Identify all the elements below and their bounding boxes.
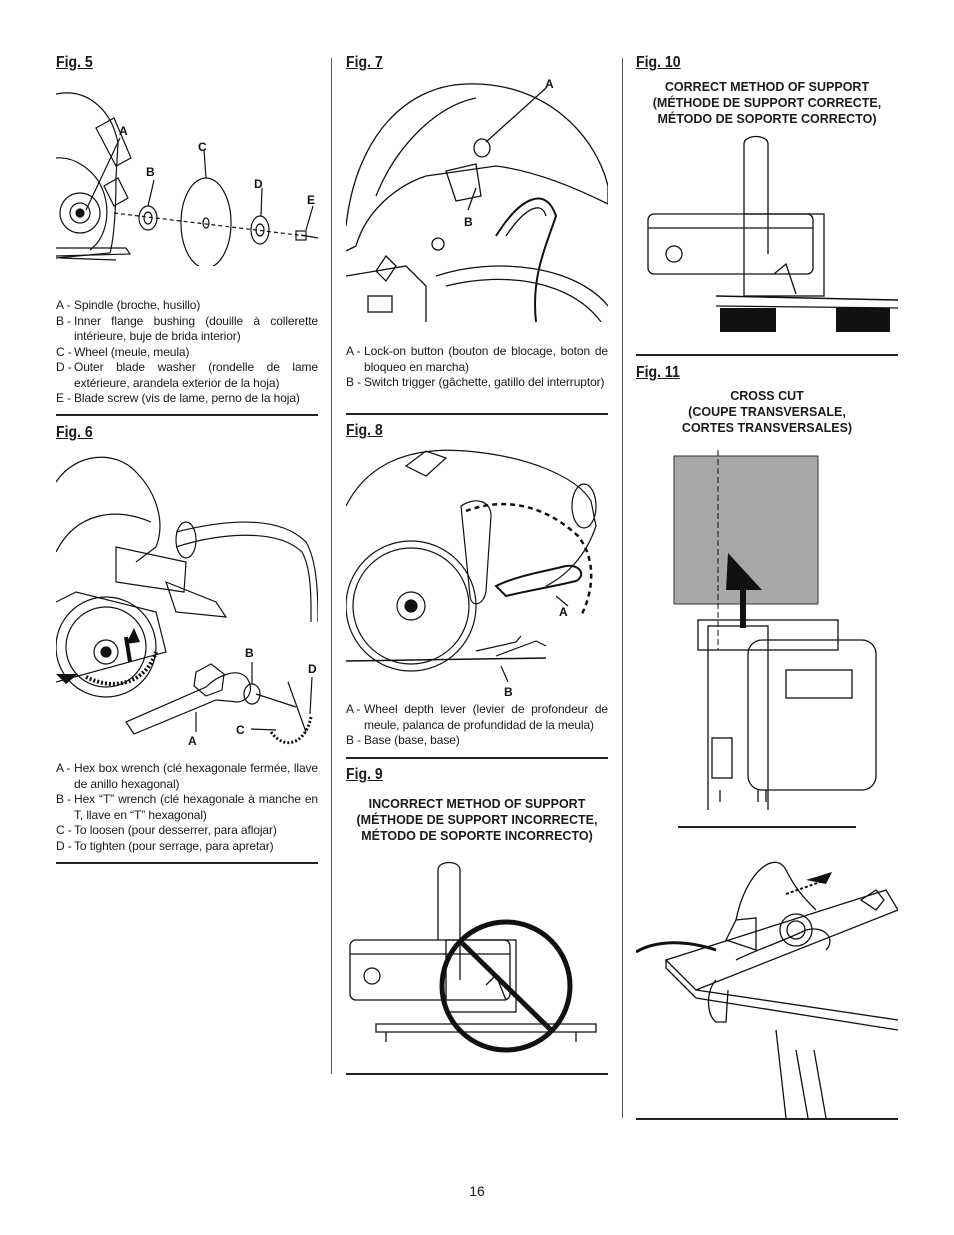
legend-item: C -Wheel (meule, meula): [56, 344, 190, 359]
fig5-legend: A -Spindle (broche, husillo) B -Inner fl…: [56, 298, 318, 407]
fig11-top-illustration: [673, 450, 877, 810]
fig10-caption-line-2: (MÉTHODE DE SUPPORT CORRECTE,: [652, 96, 882, 110]
fig5-illustration: A B C D E: [56, 92, 318, 266]
fig6-bottom-rule: [56, 862, 318, 864]
fig8-label-b: B: [504, 685, 513, 699]
fig11-caption-line-3: CORTES TRANSVERSALES): [681, 421, 853, 435]
fig8-legend: A -Wheel depth lever (levier de profonde…: [346, 702, 608, 749]
column-divider-left: [331, 58, 332, 1074]
fig11-bottom-rule: [636, 1118, 898, 1120]
fig11-inner-rule: [678, 826, 856, 828]
fig11-bottom-illustration: [636, 861, 898, 1118]
fig7-bottom-rule: [346, 413, 608, 415]
fig9-illustration: [349, 861, 597, 1053]
fig11-caption-line-1: CROSS CUT: [730, 389, 804, 403]
fig5-label-c: C: [198, 140, 207, 154]
fig7-title: Fig. 7: [346, 54, 383, 71]
fig9-caption: INCORRECT METHOD OF SUPPORT (MÉTHODE DE …: [346, 796, 608, 844]
legend-item: A -Lock-on button (bouton de blocage, bo…: [346, 344, 608, 374]
fig10-bottom-rule: [636, 354, 898, 356]
fig5-label-e: E: [307, 193, 315, 207]
fig8-bottom-rule: [346, 757, 608, 759]
fig11-caption: CROSS CUT (COUPE TRANSVERSALE, CORTES TR…: [636, 388, 898, 436]
fig9-caption-line-1: INCORRECT METHOD OF SUPPORT: [368, 797, 586, 811]
legend-item: E -Blade screw (vis de lame, perno de la…: [56, 391, 300, 405]
legend-item: B -Base (base, base): [346, 733, 460, 747]
fig5-bottom-rule: [56, 414, 318, 416]
fig8-label-a: A: [559, 605, 568, 619]
fig10-caption-line-3: MÉTODO DE SOPORTE CORRECTO): [657, 112, 877, 126]
fig6-label-a: A: [188, 734, 197, 748]
fig6-illustration: B D C A: [56, 456, 318, 748]
fig10-illustration: [647, 135, 898, 332]
fig8-title: Fig. 8: [346, 422, 383, 439]
fig9-title: Fig. 9: [346, 766, 383, 783]
fig9-caption-line-2: (MÉTHODE DE SUPPORT INCORRECTE,: [356, 813, 598, 827]
fig7-label-a: A: [545, 77, 554, 91]
legend-item: B -Inner flange bushing (douille à colle…: [56, 313, 318, 344]
fig11-caption-line-2: (COUPE TRANSVERSALE,: [688, 405, 846, 419]
fig9-bottom-rule: [346, 1073, 608, 1075]
legend-item: C -To loosen (pour desserrer, para afloj…: [56, 823, 277, 837]
fig6-label-d: D: [308, 662, 317, 676]
fig8-illustration: A B: [346, 449, 597, 699]
fig9-caption-line-3: MÉTODO DE SOPORTE INCORRECTO): [361, 829, 593, 843]
page-number: 16: [469, 1183, 485, 1199]
fig7-legend: A -Lock-on button (bouton de blocage, bo…: [346, 344, 608, 391]
fig10-caption: CORRECT METHOD OF SUPPORT (MÉTHODE DE SU…: [636, 79, 898, 127]
legend-item: A -Spindle (broche, husillo): [56, 298, 201, 312]
legend-item: A -Wheel depth lever (levier de profonde…: [346, 702, 608, 732]
fig5-label-b: B: [146, 165, 155, 179]
legend-item: D -Outer blade washer (rondelle de lame …: [56, 360, 318, 390]
fig11-title: Fig. 11: [636, 364, 680, 381]
fig5-title: Fig. 5: [56, 54, 93, 71]
column-1: Fig. 5: [56, 52, 318, 74]
fig5-label-a: A: [119, 124, 128, 138]
column-divider-right: [622, 58, 623, 1118]
legend-item: D -To tighten (pour serrage, para apreta…: [56, 838, 274, 853]
fig6-label-b: B: [245, 646, 254, 660]
fig6-label-c: C: [236, 723, 245, 737]
legend-item: B -Hex “T” wrench (clé hexagonale à manc…: [56, 792, 318, 822]
fig6-title: Fig. 6: [56, 424, 93, 441]
fig6-legend: A -Hex box wrench (clé hexagonale fermée…: [56, 761, 318, 854]
fig7-label-b: B: [464, 215, 473, 229]
fig7-illustration: A B: [346, 77, 608, 322]
legend-item: A -Hex box wrench (clé hexagonale fermée…: [56, 761, 318, 791]
legend-item: B -Switch trigger (gâchette, gatillo del…: [346, 375, 605, 389]
fig10-title: Fig. 10: [636, 54, 681, 71]
fig5-label-d: D: [254, 177, 263, 191]
fig10-caption-line-1: CORRECT METHOD OF SUPPORT: [664, 80, 870, 94]
